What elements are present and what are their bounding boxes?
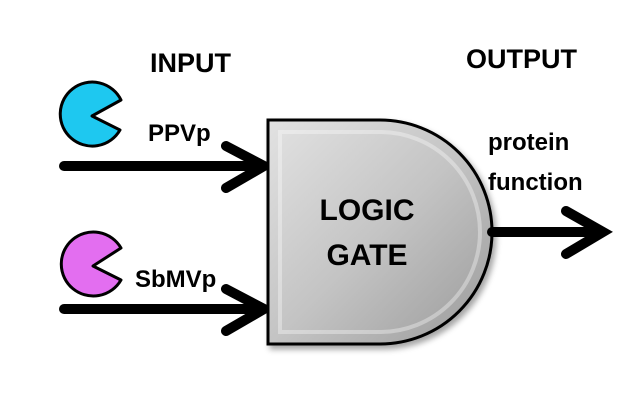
- input-1-label: PPVp: [148, 120, 211, 147]
- sbmv-protease-icon: [59, 230, 123, 298]
- output-heading: OUTPUT: [466, 44, 578, 74]
- input-heading: INPUT: [150, 48, 232, 78]
- output-label-line-2: function: [488, 169, 583, 196]
- gate-bevel: [278, 130, 482, 334]
- output-label-line-1: protein: [488, 129, 569, 156]
- input-2-label: SbMVp: [135, 266, 216, 293]
- gate-label-line-2: GATE: [326, 239, 407, 272]
- input-2-arrow: [59, 284, 275, 336]
- output-arrow: [487, 206, 613, 259]
- gate-label-line-1: LOGIC: [320, 194, 415, 227]
- ppv-protease-icon: [58, 80, 123, 148]
- input-1-arrow: [59, 141, 275, 193]
- logic-gate-shape: [266, 118, 494, 346]
